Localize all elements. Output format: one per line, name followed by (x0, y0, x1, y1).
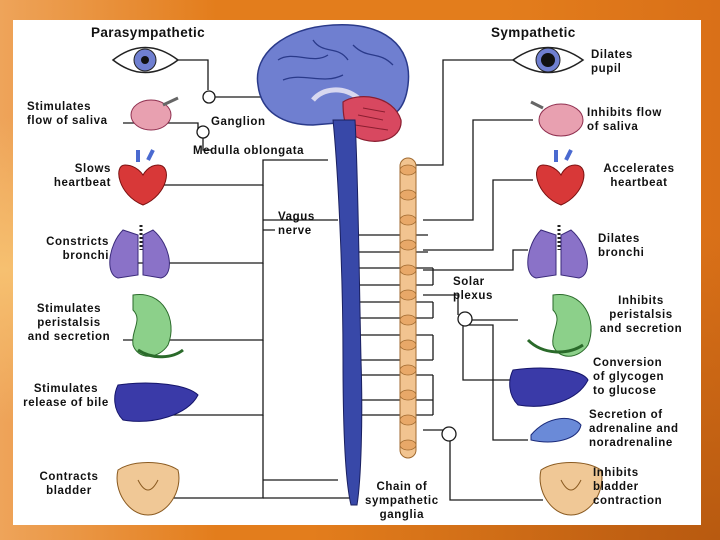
sympathetic-heading: Sympathetic (491, 25, 576, 40)
spinal-cord (332, 119, 363, 506)
solar-plexus-label: Solar plexus (453, 276, 494, 302)
right-label-glycogen: Conversion of glycogen to glucose (593, 357, 665, 397)
right-eye (511, 46, 585, 74)
right-label-bronchi: Dilates bronchi (598, 233, 645, 259)
right-liver (509, 367, 589, 407)
diagram-panel: Parasympathetic Sympathetic Ganglion Med… (13, 20, 701, 525)
right-heart (536, 149, 585, 206)
right-stomach (526, 294, 592, 357)
left-bladder (116, 462, 180, 516)
brain (256, 24, 410, 142)
left-label-peristalsis: Stimulates peristalsis and secretion (27, 303, 111, 343)
right-salivary-gland (530, 100, 584, 137)
left-label-bladder: Contracts bladder (39, 471, 99, 497)
right-label-pupil: Dilates pupil (591, 49, 633, 75)
sympathetic-chain-label: Chain of sympathetic ganglia (365, 481, 439, 521)
left-label-bile: Stimulates release of bile (23, 383, 109, 409)
right-label-heartbeat: Accelerates heartbeat (603, 163, 675, 189)
right-label-saliva: Inhibits flow of saliva (587, 107, 662, 133)
left-salivary-gland (130, 96, 179, 131)
left-label-bronchi: Constricts bronchi (46, 236, 109, 262)
nervous-system-diagram (109, 24, 603, 516)
right-label-adrenaline: Secretion of adrenaline and noradrenalin… (589, 409, 679, 449)
right-lungs (527, 225, 588, 279)
right-label-bladder: Inhibits bladder contraction (593, 467, 663, 507)
medulla-oblongata-label: Medulla oblongata (193, 145, 305, 157)
right-bladder (539, 462, 603, 516)
left-eye (111, 46, 180, 74)
left-label-saliva: Stimulates flow of saliva (27, 101, 108, 127)
sympathetic-chain (399, 157, 417, 459)
left-stomach (132, 294, 184, 359)
right-label-peristalsis: Inhibits peristalsis and secretion (599, 295, 683, 335)
parasympathetic-heading: Parasympathetic (91, 25, 206, 40)
ganglion-label: Ganglion (211, 116, 266, 128)
left-label-heartbeat: Slows heartbeat (53, 163, 111, 189)
left-liver (114, 382, 199, 422)
left-heart (118, 149, 167, 206)
ganglion-circles (196, 90, 473, 442)
right-adrenal-gland (530, 417, 582, 443)
left-lungs (109, 225, 170, 279)
vagus-nerve-label: Vagus nerve (278, 211, 315, 237)
